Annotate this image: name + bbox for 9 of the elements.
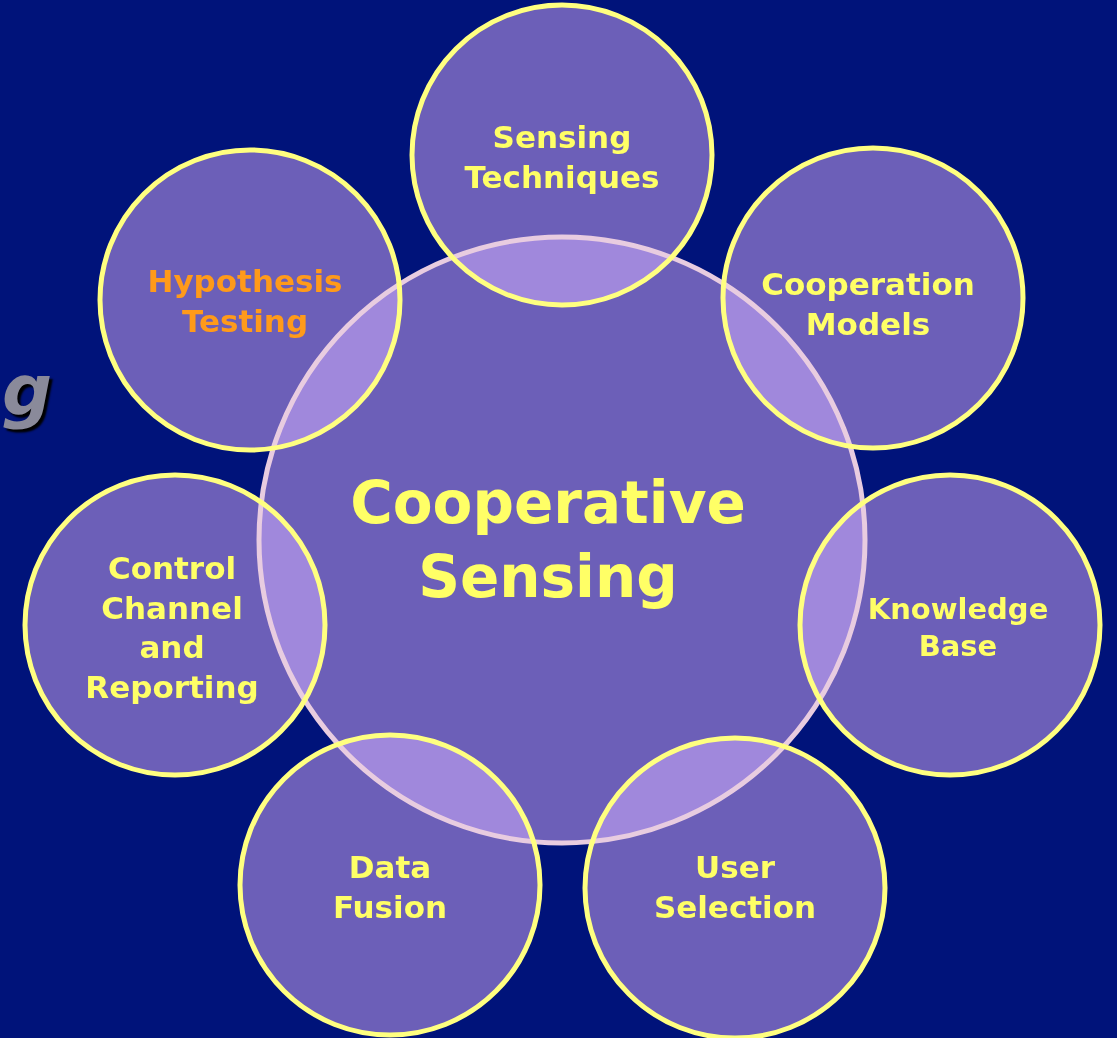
- node-label: Control Channel and Reporting: [84, 548, 260, 707]
- node-label: Sensing Techniques: [463, 118, 661, 197]
- node-label: Cooperation Models: [760, 265, 976, 344]
- node-label: Data Fusion: [331, 848, 449, 927]
- node-label: User Selection: [652, 848, 818, 927]
- node-label: Hypothesis Testing: [146, 262, 344, 341]
- node-label: Knowledge Base: [866, 590, 1050, 665]
- node-label: Cooperative Sensing: [349, 467, 747, 613]
- heading-text: g: [2, 350, 53, 432]
